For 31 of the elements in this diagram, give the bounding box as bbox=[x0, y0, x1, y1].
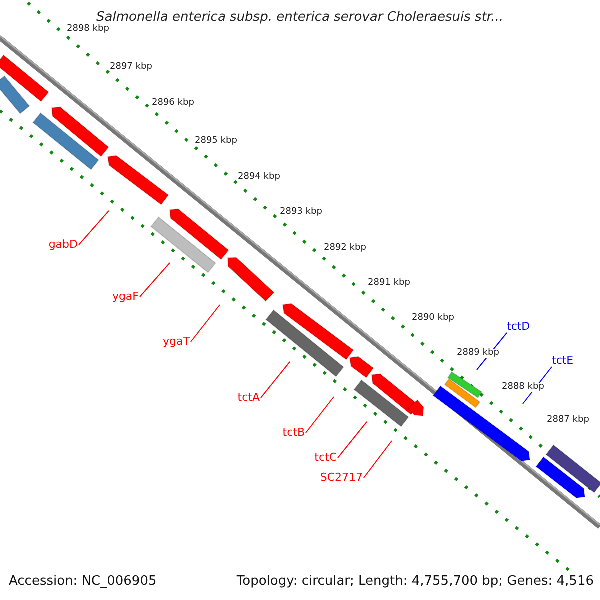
leader-line bbox=[78, 210, 110, 246]
gene-label: ygaF bbox=[112, 291, 139, 302]
scale-label: 2893 kbp bbox=[280, 208, 322, 217]
gene-label: tctE bbox=[552, 355, 574, 366]
leader-line bbox=[306, 396, 334, 434]
scale-label: 2892 kbp bbox=[324, 244, 366, 253]
leader-line bbox=[140, 262, 170, 298]
leader-line bbox=[364, 440, 392, 478]
gene-label: tctD bbox=[507, 321, 530, 332]
gene-label: gabD bbox=[48, 239, 78, 250]
scale-label: 2895 kbp bbox=[195, 137, 238, 146]
gene-label: tctA bbox=[238, 392, 260, 403]
scale-label: 2887 kbp bbox=[547, 416, 590, 425]
leader-line bbox=[338, 422, 368, 458]
scale-label: 2890 kbp bbox=[412, 314, 454, 323]
gene-label: SC2717 bbox=[320, 472, 363, 483]
leader-line bbox=[190, 304, 220, 342]
gene-label: tctC bbox=[314, 452, 337, 463]
scale-label: 2898 kbp bbox=[67, 25, 110, 34]
scale-label: 2888 kbp bbox=[502, 383, 544, 392]
scale-label: 2896 kbp bbox=[152, 99, 194, 108]
gene-label: ygaT bbox=[163, 336, 190, 347]
scale-label: 2894 kbp bbox=[238, 173, 280, 182]
scale-label: 2891 kbp bbox=[368, 279, 410, 288]
scale-label: 2889 kbp bbox=[457, 349, 500, 358]
accession-text: Accession: NC_006905 bbox=[9, 575, 157, 588]
genome-info-text: Topology: circular; Length: 4,755,700 bp; Genes: 4,516 bbox=[236, 575, 594, 588]
gene-label: tctB bbox=[282, 427, 305, 438]
leader-line bbox=[260, 362, 290, 398]
chart-title: Salmonella enterica subsp. enterica serovar Choleraesuis str... bbox=[96, 11, 504, 24]
scale-label: 2897 kbp bbox=[110, 63, 152, 72]
